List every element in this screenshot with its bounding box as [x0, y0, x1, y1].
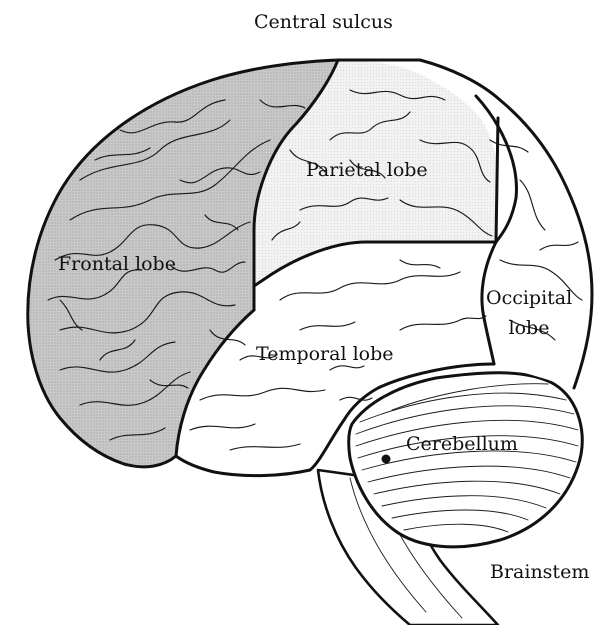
- occipital-lobe-label-line1: Occipital: [486, 288, 572, 310]
- central-sulcus-label: Central sulcus: [254, 12, 393, 34]
- frontal-lobe-label: Frontal lobe: [58, 254, 176, 276]
- occipital-lobe-label-line2: lobe: [486, 318, 572, 340]
- parietal-lobe-label: Parietal lobe: [306, 160, 428, 182]
- cerebellum-label: Cerebellum: [406, 434, 518, 456]
- brainstem-label: Brainstem: [490, 562, 589, 584]
- cerebellum-pointer-dot: [382, 455, 391, 464]
- cerebellum-shape: [349, 373, 582, 547]
- temporal-lobe-label: Temporal lobe: [256, 344, 394, 366]
